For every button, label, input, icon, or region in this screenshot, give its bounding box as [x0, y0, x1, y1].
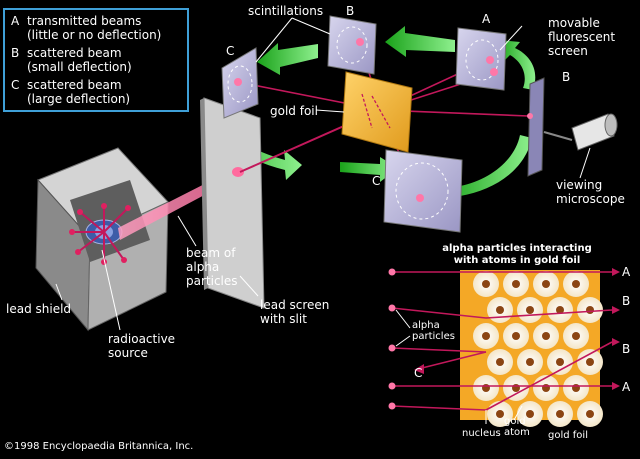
label-movable-screen: movable fluorescent screen — [548, 16, 615, 58]
inset-label-gold-foil: gold foil — [548, 430, 588, 441]
gold-nucleus — [586, 358, 594, 366]
gold-nucleus — [512, 280, 520, 288]
legend-line: scattered beam — [27, 78, 122, 92]
gold-foil — [341, 71, 413, 153]
screen-c-bottom — [383, 149, 463, 233]
microscope-icon — [543, 113, 618, 151]
gold-nucleus — [542, 280, 550, 288]
gold-nucleus — [556, 410, 564, 418]
label-line: microscope — [556, 192, 625, 206]
legend: A transmitted beams (little or no deflec… — [3, 8, 189, 112]
legend-key: C — [11, 78, 20, 92]
legend-line: scattered beam — [27, 46, 122, 60]
legend-line: (large deflection) — [27, 92, 131, 106]
legend-text: scattered beam (small deflection) — [27, 46, 132, 74]
screen-a — [455, 27, 507, 91]
label-line: viewing — [556, 178, 603, 192]
copyright: ©1998 Encyclopaedia Britannica, Inc. — [4, 441, 194, 452]
gold-nucleus — [556, 306, 564, 314]
gold-nucleus — [482, 332, 490, 340]
legend-text: scattered beam (large deflection) — [27, 78, 130, 106]
inset-out-a2: A — [622, 380, 631, 394]
label-line: fluorescent — [548, 30, 616, 44]
gold-nucleus — [526, 410, 534, 418]
label-line: lead screen — [260, 298, 330, 312]
label-radioactive-source: radioactive source — [108, 332, 175, 360]
label-line: radioactive — [108, 332, 176, 346]
label-line: alpha — [412, 320, 440, 331]
inset-title-line: with atoms in gold foil — [453, 255, 581, 266]
screen-b-top — [327, 15, 377, 75]
gold-nucleus — [496, 358, 504, 366]
label-scintillations: scintillations — [248, 4, 324, 18]
gold-nucleus — [482, 280, 490, 288]
gold-nucleus — [526, 358, 534, 366]
gold-nucleus — [572, 280, 580, 288]
inset-paths — [391, 271, 613, 411]
label-screen-c-bottom: C — [372, 174, 381, 188]
legend-key: A — [11, 14, 20, 28]
inset-gold-foil — [388, 268, 620, 427]
legend-line: (small deflection) — [27, 60, 132, 74]
label-lead-shield: lead shield — [6, 302, 72, 316]
label-line: gold — [504, 416, 526, 427]
label-line: particles — [412, 331, 455, 342]
inset-out-b1: B — [622, 294, 631, 308]
rotation-arrows — [205, 26, 536, 206]
gold-nucleus — [496, 306, 504, 314]
inset-out-c: C — [414, 366, 423, 380]
gold-nucleus — [512, 332, 520, 340]
gold-nucleus — [586, 410, 594, 418]
label-screen-b-top: B — [346, 4, 355, 18]
inset-out-b2: B — [622, 342, 631, 356]
label-screen-b-right: B — [562, 70, 571, 84]
label-line: with slit — [260, 312, 307, 326]
label-lead-screen: lead screen with slit — [260, 298, 329, 326]
label-screen-a: A — [482, 12, 491, 26]
radioactive-source — [69, 203, 131, 265]
inset-label-alpha-particles: alpha particles — [412, 320, 455, 342]
label-line: movable — [548, 16, 600, 30]
legend-key: B — [11, 46, 20, 60]
lead-screen — [200, 97, 265, 309]
leader-lines — [55, 17, 591, 331]
screen-b-right — [527, 77, 545, 177]
label-viewing-microscope: viewing microscope — [556, 178, 625, 206]
inset-label-nucleus: nucleus — [462, 428, 501, 439]
label-line: screen — [548, 44, 588, 58]
gold-nucleus — [556, 358, 564, 366]
label-line: alpha — [186, 260, 220, 274]
gold-nucleus — [526, 306, 534, 314]
label-line: particles — [186, 274, 238, 288]
label-beam: beam of alpha particles — [186, 246, 238, 288]
label-screen-c-left: C — [226, 44, 235, 58]
label-gold-foil: gold foil — [270, 104, 318, 118]
inset-out-a1: A — [622, 265, 631, 279]
inset-label-gold-atom: gold atom — [504, 416, 530, 438]
legend-line: transmitted beams — [27, 14, 142, 28]
legend-line: (little or no deflection) — [27, 28, 162, 42]
legend-text: transmitted beams (little or no deflecti… — [27, 14, 161, 42]
inset-title: alpha particles interacting with atoms i… — [412, 243, 622, 267]
gold-nucleus — [586, 306, 594, 314]
label-line: source — [108, 346, 148, 360]
label-line: beam of — [186, 246, 236, 260]
inset-title-line: alpha particles interacting — [442, 243, 592, 254]
gold-nucleus — [572, 332, 580, 340]
screen-c-left — [221, 47, 259, 119]
gold-atoms — [473, 271, 603, 427]
gold-nucleus — [542, 332, 550, 340]
gold-nucleus — [496, 410, 504, 418]
label-line: atom — [504, 427, 530, 438]
